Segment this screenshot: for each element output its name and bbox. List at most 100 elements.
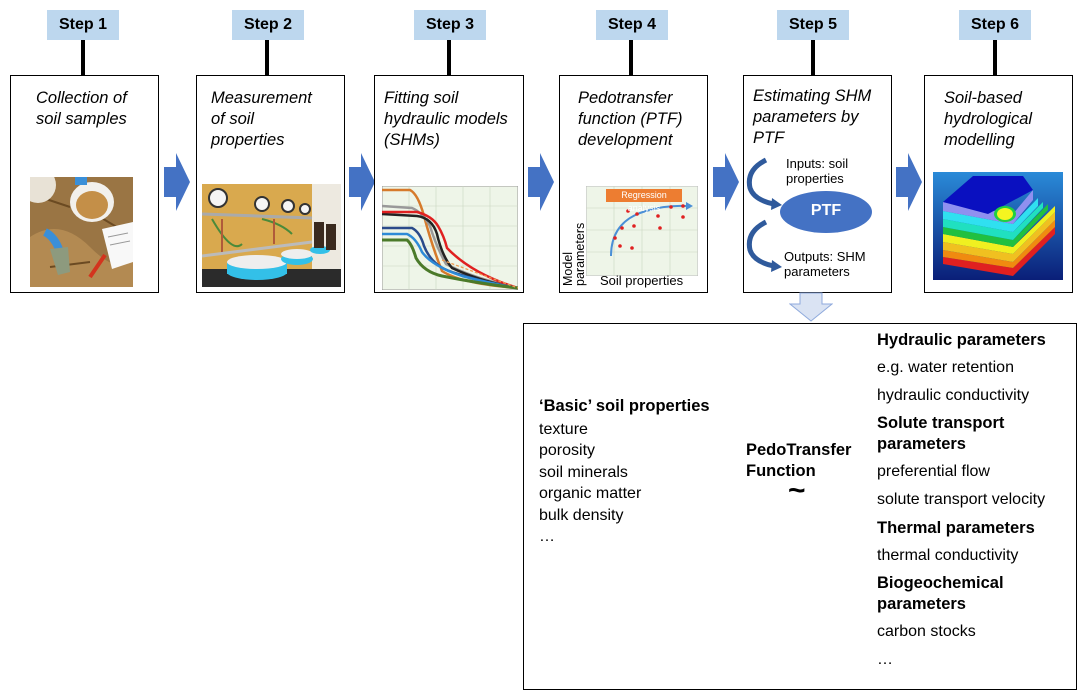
group-solute: Solute transport parameters preferential… <box>877 413 1046 511</box>
group-item: carbon stocks <box>877 623 976 640</box>
flow-arrow-3-4 <box>528 153 554 211</box>
property-item: soil minerals <box>539 463 628 481</box>
group-heading: parameters <box>877 435 966 453</box>
step-4-title: Pedotransfer function (PTF) development <box>560 88 707 151</box>
ptf-center-line: PedoTransfer <box>746 441 852 459</box>
step-4-connector <box>629 40 633 75</box>
regression-ylabel: Model parameters <box>561 222 587 286</box>
step-4-label: Step 4 <box>596 10 668 40</box>
data-point <box>618 244 622 248</box>
step-4-panel: Pedotransfer function (PTF) development … <box>559 75 708 293</box>
down-arrow <box>789 292 833 322</box>
group-biogeochemical: Biogeochemical parameters carbon stocks … <box>877 573 1046 671</box>
curve <box>382 210 518 290</box>
property-item: … <box>539 528 555 545</box>
title-line: Pedotransfer <box>578 89 673 107</box>
group-item: thermal conductivity <box>877 547 1019 564</box>
curve <box>382 232 518 290</box>
ylabel-line: parameters <box>573 222 587 286</box>
title-line: of soil <box>211 110 255 128</box>
step-5-title: Estimating SHM parameters by PTF <box>744 86 891 149</box>
parameters-column: Hydraulic parameters e.g. water retentio… <box>877 329 1046 671</box>
title-line: development <box>578 131 673 149</box>
data-point <box>658 226 662 230</box>
curve <box>382 238 518 290</box>
curved-arrow-out-icon <box>746 219 775 269</box>
ptf-inputs-text: Inputs: soil properties <box>786 156 848 186</box>
data-point <box>630 246 634 250</box>
step-1-connector <box>81 40 85 75</box>
step-1-panel: Collection of soil samples <box>10 75 159 293</box>
tilde-symbol: ~ <box>788 474 806 507</box>
step-5-label: Step 5 <box>777 10 849 40</box>
title-line: hydrological <box>944 110 1033 128</box>
soil-sampling-photo <box>30 177 133 287</box>
flow-arrow-2-3 <box>349 153 375 211</box>
step-6-connector <box>993 40 997 75</box>
text-line: Outputs: SHM <box>784 249 866 264</box>
curved-arrow-in-icon <box>746 157 775 207</box>
regression-plot: Regression analysis <box>586 186 698 276</box>
ptf-flow: Inputs: soil properties PTF Outputs: SHM… <box>744 154 893 289</box>
group-item: hydraulic conductivity <box>877 387 1030 404</box>
ptf-ellipse <box>780 191 872 233</box>
ptf-outputs-text: Outputs: SHM parameters <box>784 249 866 279</box>
step-2-panel: Measurement of soil properties <box>196 75 345 293</box>
group-heading: Thermal parameters <box>877 519 1035 537</box>
flow-arrow-1-2 <box>164 153 190 211</box>
group-item: e.g. water retention <box>877 359 1014 376</box>
step-3-title: Fitting soil hydraulic models (SHMs) <box>375 88 523 151</box>
text-line: parameters <box>784 264 850 279</box>
group-heading: Biogeochemical <box>877 574 1004 592</box>
step-3-connector <box>447 40 451 75</box>
title-line: PTF <box>753 129 785 147</box>
ptf-center-line: Function <box>746 462 816 480</box>
group-item: preferential flow <box>877 463 990 480</box>
basic-properties-column: ‘Basic’ soil properties texture porosity… <box>539 396 710 548</box>
step-3-label: Step 3 <box>414 10 486 40</box>
step-2-title: Measurement of soil properties <box>197 88 344 151</box>
ptf-center-label: PedoTransfer Function ~ <box>746 440 852 507</box>
title-line: Collection of <box>36 89 127 107</box>
group-item: solute transport velocity <box>877 491 1046 508</box>
property-item: organic matter <box>539 485 642 502</box>
data-point <box>656 214 660 218</box>
group-thermal: Thermal parameters thermal conductivity <box>877 517 1046 567</box>
group-heading: parameters <box>877 595 966 613</box>
data-point <box>626 209 630 213</box>
ptf-label: PTF <box>810 202 842 219</box>
data-point <box>635 212 639 216</box>
step-2-connector <box>265 40 269 75</box>
basic-properties-heading: ‘Basic’ soil properties <box>539 397 710 415</box>
lab-pressure-apparatus-photo <box>202 184 341 287</box>
title-line: properties <box>211 131 285 149</box>
title-line: function (PTF) <box>578 110 683 128</box>
regression-banner: Regression analysis <box>606 189 682 213</box>
step-1-label: Step 1 <box>47 10 119 40</box>
title-line: Estimating SHM <box>753 87 872 105</box>
ptf-summary-box: ‘Basic’ soil properties texture porosity… <box>523 323 1077 690</box>
3d-soil-model <box>933 172 1063 280</box>
step-6-panel: Soil-based hydrological modelling <box>924 75 1073 293</box>
data-point <box>681 204 685 208</box>
data-point <box>669 205 673 209</box>
flow-arrow-4-5 <box>713 153 739 211</box>
curve <box>441 259 518 289</box>
title-line: soil samples <box>36 110 127 128</box>
flow-arrow-5-6 <box>896 153 922 211</box>
text-line: properties <box>786 171 844 186</box>
title-line: (SHMs) <box>384 131 440 149</box>
step-5-connector <box>811 40 815 75</box>
property-item: porosity <box>539 442 596 459</box>
step-5-panel: Estimating SHM parameters by PTF Inputs:… <box>743 75 892 293</box>
title-line: Fitting soil <box>384 89 459 107</box>
title-line: Measurement <box>211 89 312 107</box>
step-3-panel: Fitting soil hydraulic models (SHMs) <box>374 75 524 293</box>
data-point <box>681 215 685 219</box>
group-heading: Hydraulic parameters <box>877 331 1046 349</box>
retention-curves-plot <box>382 186 518 290</box>
title-line: Soil-based <box>944 89 1022 107</box>
data-point <box>632 224 636 228</box>
property-item: bulk density <box>539 506 624 524</box>
regression-xlabel: Soil properties <box>600 273 684 288</box>
